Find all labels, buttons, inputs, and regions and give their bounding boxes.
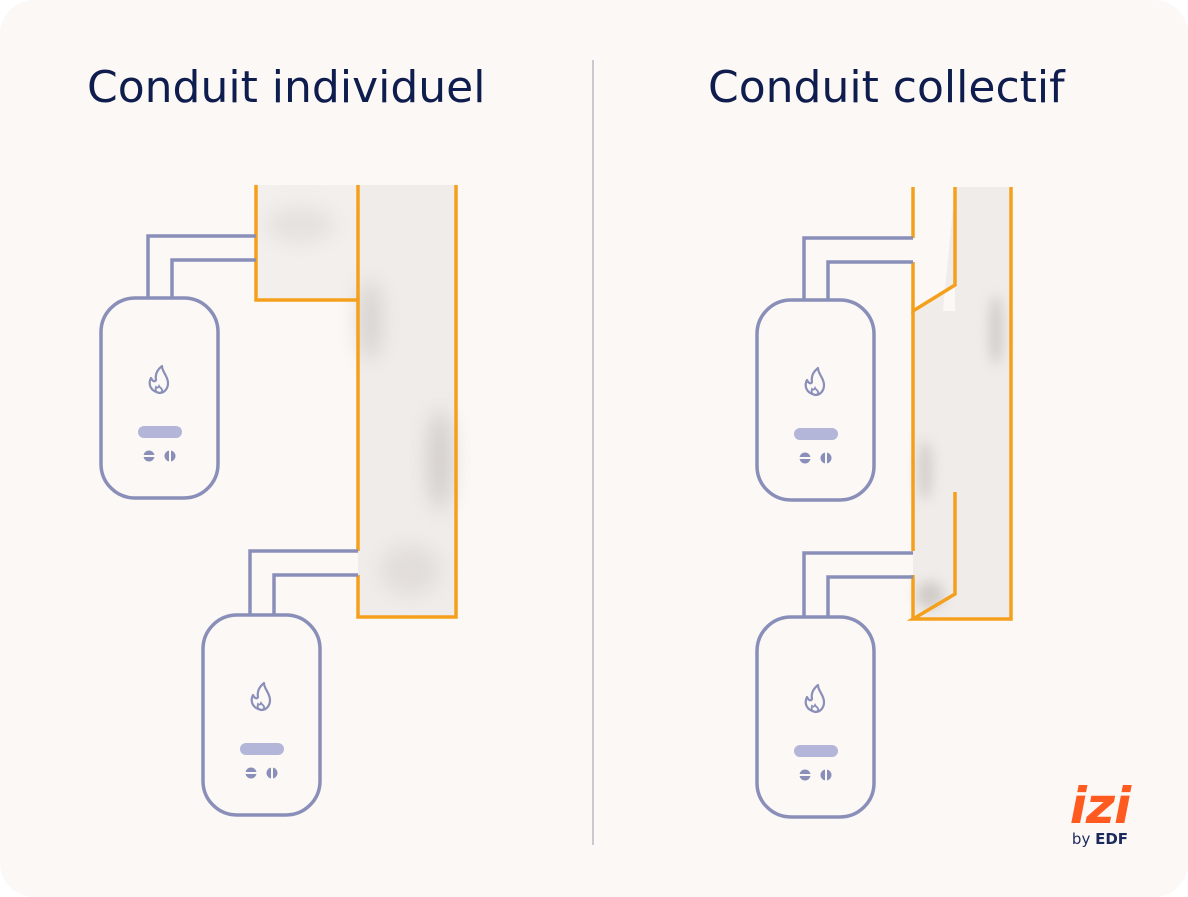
flue-outline <box>906 187 1013 621</box>
logo-byline: by EDF <box>1071 830 1129 848</box>
exhaust-pipe <box>146 234 256 298</box>
boiler-unit <box>755 298 876 502</box>
exhaust-pipe <box>802 551 913 617</box>
panel-divider <box>592 60 594 845</box>
logo-izi: izi <box>1069 777 1131 835</box>
boiler-unit <box>201 613 322 817</box>
boiler-unit <box>755 615 876 819</box>
individual-flue-diagram <box>99 185 458 817</box>
collective-flue-diagram <box>755 187 1013 819</box>
izi-by-edf-logo: izi by EDF <box>1060 780 1140 848</box>
exhaust-pipe <box>802 236 913 300</box>
flue-outline <box>254 185 458 619</box>
title-collective-flue: Conduit collectif <box>708 62 1065 113</box>
boiler-unit <box>99 296 220 500</box>
title-individual-flue: Conduit individuel <box>87 62 486 113</box>
exhaust-pipe <box>248 549 358 615</box>
